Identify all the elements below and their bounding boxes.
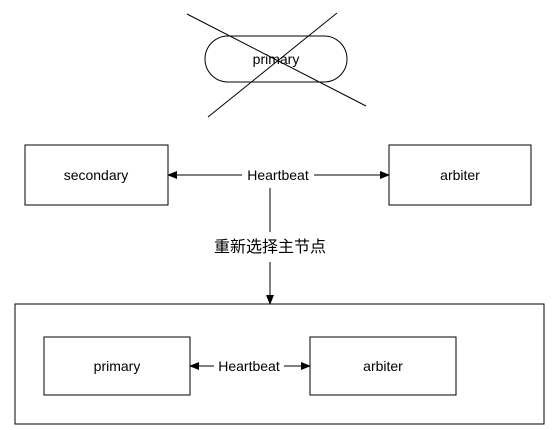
arbiter-node-middle-label: arbiter bbox=[440, 167, 480, 183]
heartbeat-label-middle: Heartbeat bbox=[247, 167, 309, 183]
new-replica-set-group: primary arbiter Heartbeat bbox=[14, 303, 545, 425]
cross-out-line-2 bbox=[207, 12, 338, 118]
secondary-node-label: secondary bbox=[64, 167, 129, 183]
failed-primary-label: primary bbox=[253, 51, 300, 67]
heartbeat-label-bottom: Heartbeat bbox=[218, 358, 280, 374]
failed-primary-group: primary bbox=[186, 12, 367, 118]
cross-out-line-1 bbox=[186, 13, 367, 107]
arbiter-node-bottom bbox=[309, 336, 457, 396]
failed-primary-node bbox=[204, 35, 348, 83]
middle-row: secondary arbiter Heartbeat bbox=[24, 144, 532, 206]
new-primary-node bbox=[43, 336, 191, 396]
election-transition: 重新选择主节点 bbox=[214, 188, 326, 305]
secondary-node bbox=[24, 144, 169, 206]
arbiter-node-bottom-label: arbiter bbox=[363, 358, 403, 374]
election-label: 重新选择主节点 bbox=[214, 237, 326, 256]
new-primary-node-label: primary bbox=[94, 358, 141, 374]
